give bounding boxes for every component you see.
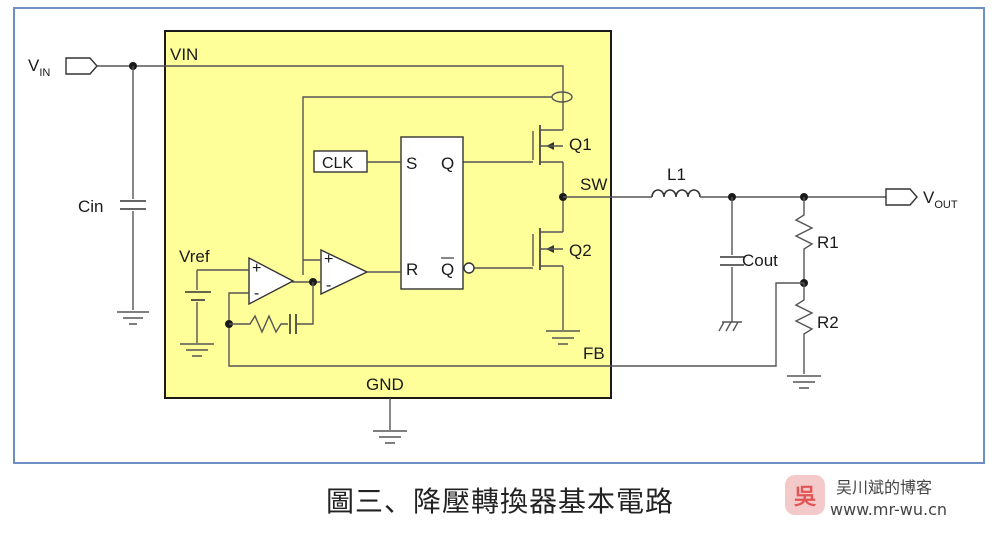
ea-minus: - [254, 285, 259, 302]
ic-package [164, 30, 612, 399]
vin-net-label: VIN [170, 45, 198, 64]
r2-ground-symbol [787, 375, 821, 389]
sr-latch [400, 136, 464, 290]
q1-label: Q1 [569, 135, 592, 154]
l1-inductor [651, 189, 701, 198]
gnd-label: GND [366, 375, 404, 394]
comp-minus: - [326, 277, 331, 294]
error-amplifier [248, 256, 295, 306]
cout-chassis-ground [718, 321, 742, 332]
l1-label: L1 [667, 165, 686, 184]
q2-mosfet [532, 197, 564, 330]
latch-s-label: S [406, 154, 417, 173]
buck-converter-schematic: VIN VIN Cin Q1 Q2 SW [13, 7, 985, 464]
cin-ground-symbol [117, 311, 149, 325]
fb-label: FB [583, 344, 605, 363]
watermark-logo: 吳 [785, 475, 825, 515]
cout-label: Cout [742, 251, 778, 270]
qbar-inverter-bubble [463, 262, 475, 274]
q1-mosfet [532, 125, 564, 197]
clk-label: CLK [322, 155, 353, 172]
cin-label: Cin [78, 197, 104, 216]
comp-plus: + [324, 251, 333, 268]
latch-qbar-label: Q [441, 260, 454, 279]
vref-label: Vref [179, 247, 210, 266]
watermark-url[interactable]: www.mr-wu.cn [830, 500, 948, 519]
q2-ground-symbol [546, 330, 580, 345]
latch-q-label: Q [441, 154, 454, 173]
gnd-ground-symbol [373, 430, 407, 444]
figure-caption: 圖三、降壓轉換器基本電路 [325, 485, 674, 518]
sw-label: SW [580, 175, 607, 194]
latch-r-label: R [406, 260, 418, 279]
ea-plus: + [252, 260, 261, 277]
watermark-blog-name: 吴川斌的博客 [836, 478, 933, 497]
r1-label: R1 [817, 233, 839, 252]
vout-connector [885, 188, 918, 206]
vref-ground-symbol [180, 343, 214, 357]
vin-connector [65, 57, 98, 75]
q2-label: Q2 [569, 241, 592, 260]
vin-pin-label: VIN [28, 56, 50, 79]
vout-pin-label: VOUT [923, 188, 958, 211]
r2-label: R2 [817, 313, 839, 332]
pwm-comparator [320, 248, 369, 296]
